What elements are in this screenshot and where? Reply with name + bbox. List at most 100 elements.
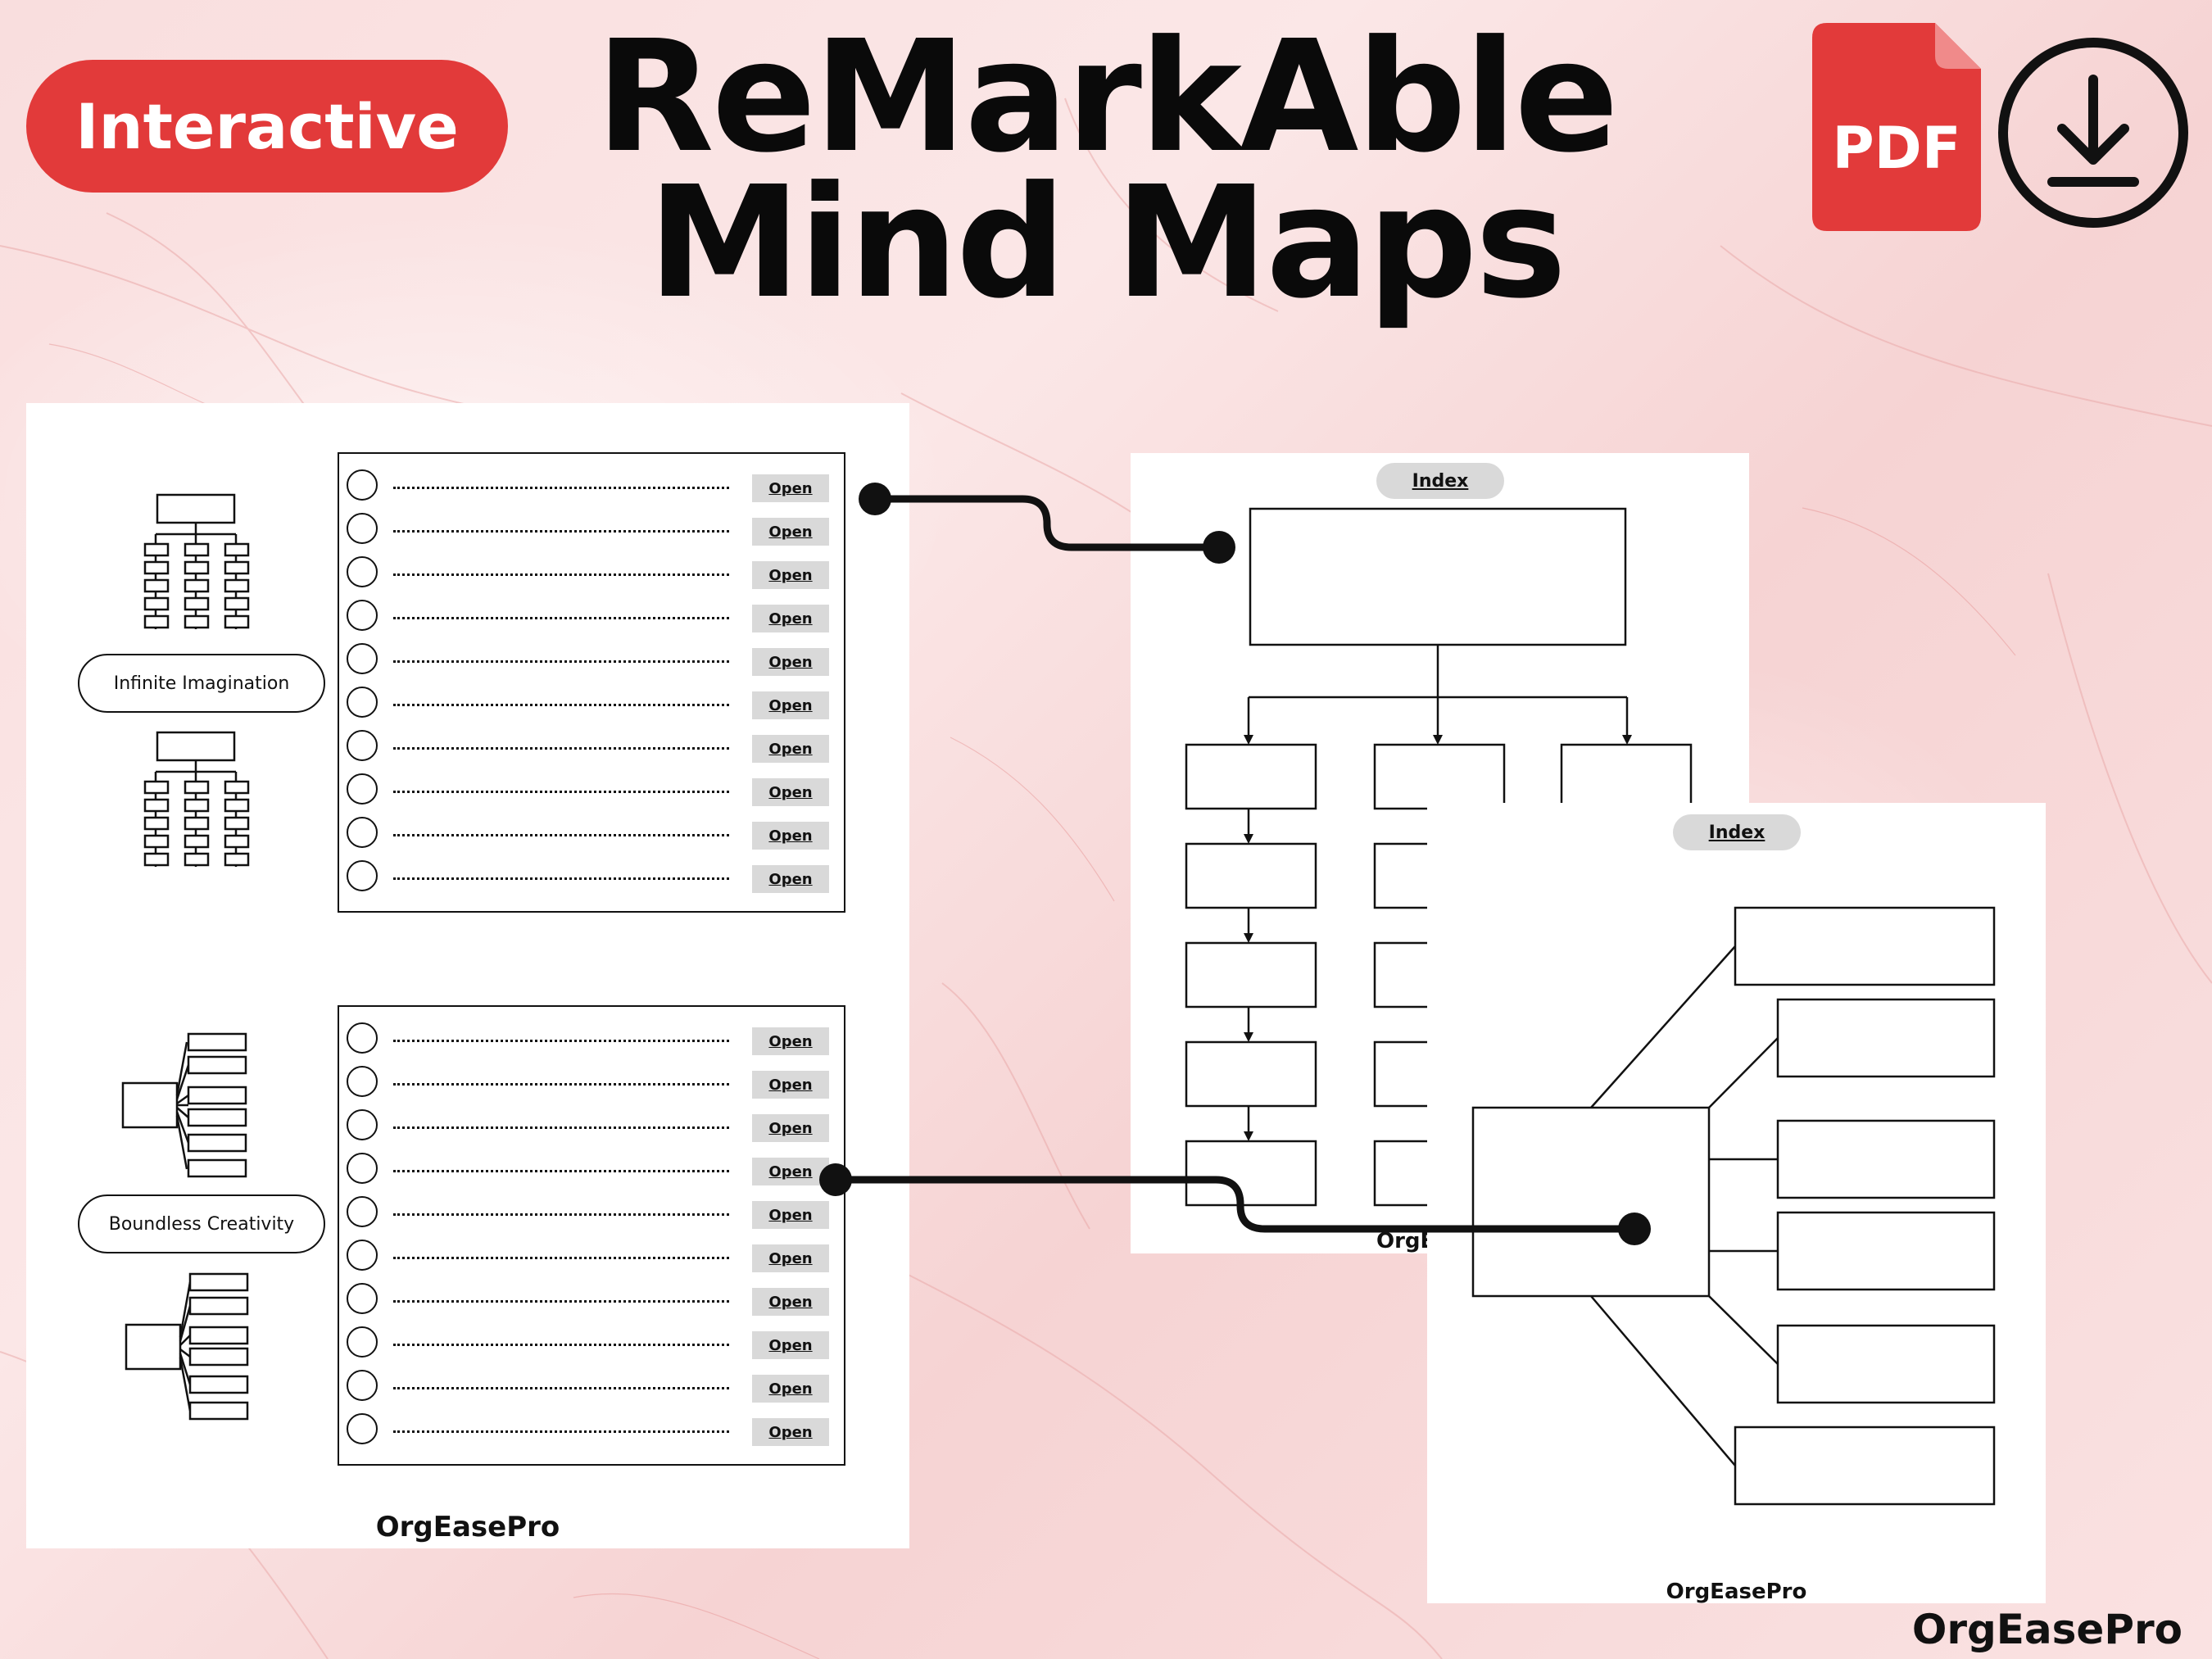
list-item: Open <box>339 679 844 723</box>
section-label: Boundless Creativity <box>108 1213 295 1235</box>
interactive-badge: Interactive <box>26 60 508 193</box>
list-item: Open <box>339 462 844 505</box>
interactive-badge-label: Interactive <box>75 89 459 163</box>
corner-brand: OrgEasePro <box>1911 1606 2183 1653</box>
dotted-line <box>393 1344 729 1346</box>
hierarchy-thumbnails <box>121 493 250 1421</box>
dotted-line <box>393 1083 729 1086</box>
checkbox-circle[interactable] <box>347 1326 378 1358</box>
open-link[interactable]: Open <box>752 1244 829 1272</box>
dotted-line <box>393 1430 729 1433</box>
checkbox-circle[interactable] <box>347 687 378 718</box>
checkbox-circle[interactable] <box>347 1283 378 1314</box>
checkbox-circle[interactable] <box>347 1240 378 1271</box>
list-item: Open <box>339 1406 844 1449</box>
dotted-line <box>393 1257 729 1259</box>
open-link[interactable]: Open <box>752 561 829 589</box>
list-item: Open <box>339 1058 844 1102</box>
dotted-line <box>393 747 729 750</box>
checkbox-circle[interactable] <box>347 1370 378 1401</box>
list-item: Open <box>339 1232 844 1276</box>
open-link[interactable]: Open <box>752 735 829 763</box>
link-end-dot <box>1618 1213 1651 1245</box>
section-pill-boundless-creativity[interactable]: Boundless Creativity <box>78 1194 325 1253</box>
open-link[interactable]: Open <box>752 648 829 676</box>
checkbox-circle[interactable] <box>347 600 378 631</box>
dotted-line <box>393 487 729 489</box>
dotted-line <box>393 617 729 619</box>
list-item: Open <box>339 853 844 896</box>
brand-footer: OrgEasePro <box>1666 1580 1807 1604</box>
checkbox-circle[interactable] <box>347 1196 378 1227</box>
section-pill-infinite-imagination[interactable]: Infinite Imagination <box>78 654 325 713</box>
open-link[interactable]: Open <box>752 778 829 806</box>
open-link[interactable]: Open <box>752 1418 829 1446</box>
link-start-dot <box>819 1163 852 1196</box>
open-link[interactable]: Open <box>752 1201 829 1229</box>
open-link[interactable]: Open <box>752 1288 829 1316</box>
checkbox-circle[interactable] <box>347 469 378 501</box>
open-link[interactable]: Open <box>752 474 829 502</box>
download-icon[interactable] <box>1995 34 2192 231</box>
dotted-line <box>393 877 729 880</box>
title-line-1: ReMarkAble <box>596 7 1619 187</box>
dotted-line <box>393 791 729 793</box>
list-item: Open <box>339 505 844 549</box>
list-item: Open <box>339 766 844 809</box>
dotted-line <box>393 1300 729 1303</box>
open-link[interactable]: Open <box>752 1375 829 1403</box>
checkbox-circle[interactable] <box>347 1153 378 1184</box>
dotted-line <box>393 1126 729 1129</box>
link-start-dot <box>859 483 891 515</box>
dotted-line <box>393 1170 729 1172</box>
checkbox-circle[interactable] <box>347 860 378 891</box>
checkbox-circle[interactable] <box>347 1022 378 1054</box>
open-link[interactable]: Open <box>752 691 829 719</box>
checkbox-circle[interactable] <box>347 817 378 848</box>
list-item: Open <box>339 592 844 636</box>
list-item: Open <box>339 1319 844 1362</box>
checkbox-circle[interactable] <box>347 1413 378 1444</box>
open-link[interactable]: Open <box>752 1114 829 1142</box>
dotted-line <box>393 1040 729 1042</box>
section-label: Infinite Imagination <box>113 673 290 694</box>
checkbox-circle[interactable] <box>347 730 378 761</box>
dotted-line <box>393 530 729 533</box>
checkbox-circle[interactable] <box>347 556 378 587</box>
dotted-line <box>393 660 729 663</box>
link-end-dot <box>1203 531 1235 564</box>
dotted-line <box>393 1213 729 1216</box>
dotted-line <box>393 834 729 836</box>
open-link[interactable]: Open <box>752 822 829 850</box>
open-link[interactable]: Open <box>752 1071 829 1099</box>
title-line-2: Mind Maps <box>647 153 1567 333</box>
list-item: Open <box>339 809 844 853</box>
open-link[interactable]: Open <box>752 1158 829 1185</box>
brand-footer: OrgEasePro <box>375 1511 560 1543</box>
brand-footer-partial: OrgE <box>1376 1229 1435 1253</box>
checkbox-circle[interactable] <box>347 773 378 805</box>
index-button[interactable]: Index <box>1673 814 1801 850</box>
open-link[interactable]: Open <box>752 1027 829 1055</box>
index-button[interactable]: Index <box>1376 463 1504 499</box>
checkbox-circle[interactable] <box>347 643 378 674</box>
page-title: ReMarkAble Mind Maps <box>573 7 1639 333</box>
checkbox-circle[interactable] <box>347 513 378 544</box>
open-link[interactable]: Open <box>752 518 829 546</box>
list-item: Open <box>339 1015 844 1058</box>
checkbox-circle[interactable] <box>347 1066 378 1097</box>
list-item: Open <box>339 723 844 766</box>
open-link[interactable]: Open <box>752 865 829 893</box>
open-link[interactable]: Open <box>752 1331 829 1359</box>
list-item: Open <box>339 1145 844 1189</box>
dotted-line <box>393 1387 729 1389</box>
open-link[interactable]: Open <box>752 605 829 632</box>
list-item: Open <box>339 549 844 592</box>
pdf-label: PDF <box>1832 115 1961 182</box>
checkbox-circle[interactable] <box>347 1109 378 1140</box>
index-list-bottom: Open Open Open Open Open Open Open Open … <box>338 1005 845 1466</box>
index-page-sheet: Infinite Imagination Boundless Creativit… <box>26 403 909 1548</box>
dotted-line <box>393 573 729 576</box>
pdf-file-icon <box>1812 23 1981 231</box>
